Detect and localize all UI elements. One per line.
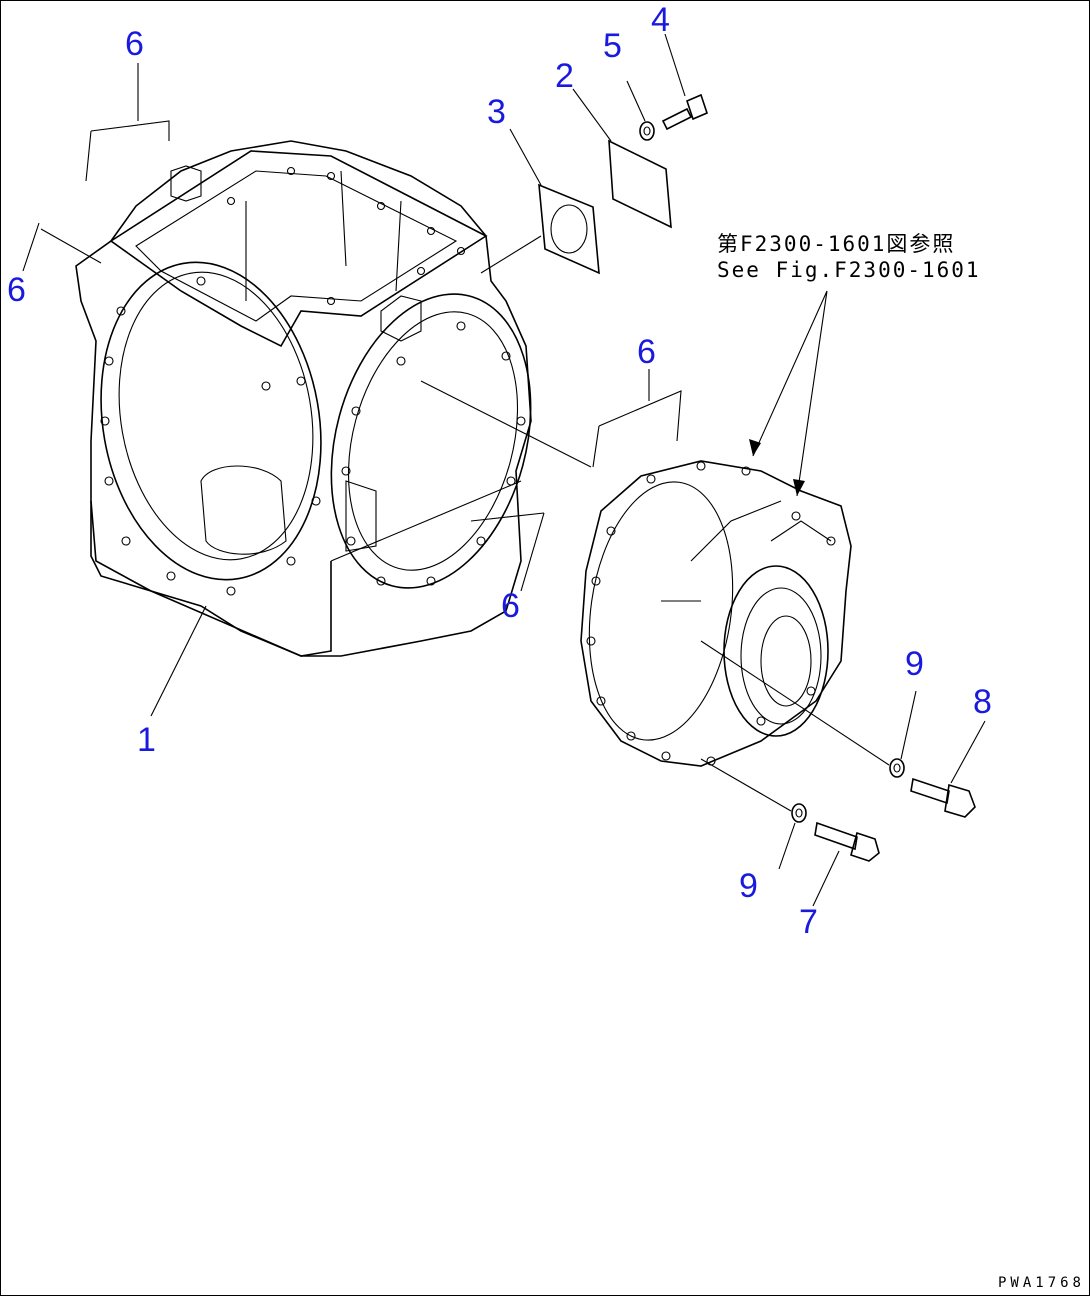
bolt-part-8 (910, 777, 976, 818)
callout-8: 8 (973, 683, 992, 721)
leader-lines (22, 33, 986, 907)
callout-9-upper: 9 (905, 645, 924, 683)
callout-6-top-left: 6 (125, 25, 144, 63)
callout-6-left: 6 (7, 271, 26, 309)
drawing-id: PWA1768 (997, 1275, 1085, 1291)
callout-1: 1 (137, 721, 156, 759)
transmission-case-part-1 (75, 140, 532, 657)
callout-4: 4 (651, 1, 670, 39)
washer-part-9-lower (791, 803, 807, 823)
cover-plate-part-2 (608, 139, 672, 229)
right-housing (580, 460, 852, 767)
reference-arrowheads (749, 439, 805, 496)
washer-part-5 (639, 121, 655, 141)
callout-6-lower: 6 (501, 587, 520, 625)
callout-3: 3 (487, 93, 506, 131)
callout-9-lower: 9 (739, 867, 758, 905)
washer-part-9-upper (889, 758, 905, 778)
callout-2: 2 (555, 57, 574, 95)
reference-note-japanese: 第F2300-1601図参照 (717, 232, 956, 256)
bolt-part-7 (814, 821, 880, 862)
bolt-part-4 (661, 93, 708, 131)
reference-note-english: See Fig.F2300-1601 (717, 258, 981, 283)
callout-7: 7 (799, 903, 818, 941)
callout-5: 5 (603, 27, 622, 65)
callout-6-right: 6 (637, 333, 656, 371)
figure-reference-note: 第F2300-1601図参照 See Fig.F2300-1601 (717, 231, 981, 284)
gasket-part-3 (538, 183, 600, 275)
